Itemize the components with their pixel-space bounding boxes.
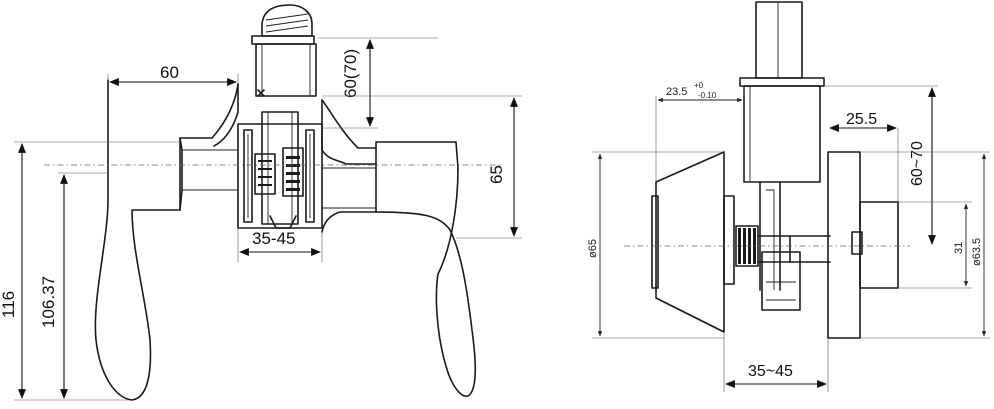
dim-height-106-37: 106.37 xyxy=(39,172,108,399)
dim-tolerance-23-5: 23.5 +0 -0.10 xyxy=(655,81,745,182)
dim-depth-25-5: 25.5 xyxy=(829,111,899,202)
dim-diameter-63-5: ø63.5 xyxy=(860,151,990,339)
dim-range-35-45-left: 35-45 xyxy=(237,228,323,262)
dim-label-23-5: 23.5 xyxy=(666,86,687,98)
dim-label-31: 31 xyxy=(953,242,965,254)
dim-height-65: 65 xyxy=(322,95,522,239)
right-latch-top xyxy=(739,1,825,291)
central-mechanism xyxy=(237,111,323,229)
dim-label-23-5-minus: -0.10 xyxy=(698,91,717,100)
dim-label-35-45-right: 35~45 xyxy=(748,363,793,380)
dim-label-60-70: 60(70) xyxy=(341,49,360,98)
dim-label-dia-65: ø65 xyxy=(587,239,599,258)
dim-label-25-5: 25.5 xyxy=(846,111,877,128)
dim-width-60: 60 xyxy=(107,63,239,86)
dim-height-60-70-right: 60~70 xyxy=(824,85,938,245)
dim-height-31: 31 xyxy=(898,201,972,289)
dim-label-116: 116 xyxy=(0,291,18,318)
dim-label-65: 65 xyxy=(487,165,506,184)
dim-label-35-45-left: 35-45 xyxy=(252,229,295,248)
dim-range-35-45-right: 35~45 xyxy=(723,332,829,392)
right-view-outer-rose xyxy=(651,151,735,333)
dim-diameter-65: ø65 xyxy=(587,151,724,339)
right-lever-handle xyxy=(321,99,477,397)
dim-height-116: 116 xyxy=(0,141,180,401)
dim-label-60-70-right: 60~70 xyxy=(909,141,926,186)
left-view: 60 60(70) 65 35-45 116 xyxy=(0,4,522,401)
dim-height-60-70: 60(70) xyxy=(318,37,438,129)
latch-bolt-top xyxy=(251,4,317,97)
right-view-inner-rose xyxy=(827,151,899,339)
left-lever-handle xyxy=(94,79,239,401)
dim-label-106-37: 106.37 xyxy=(39,276,58,328)
dim-label-23-5-plus: +0 xyxy=(694,81,704,90)
right-view-knurled-nut xyxy=(735,225,831,311)
dim-label-60: 60 xyxy=(160,63,179,82)
dim-label-dia-63-5: ø63.5 xyxy=(971,238,983,266)
right-view: 23.5 +0 -0.10 25.5 60~70 ø65 ø63.5 xyxy=(587,1,990,392)
